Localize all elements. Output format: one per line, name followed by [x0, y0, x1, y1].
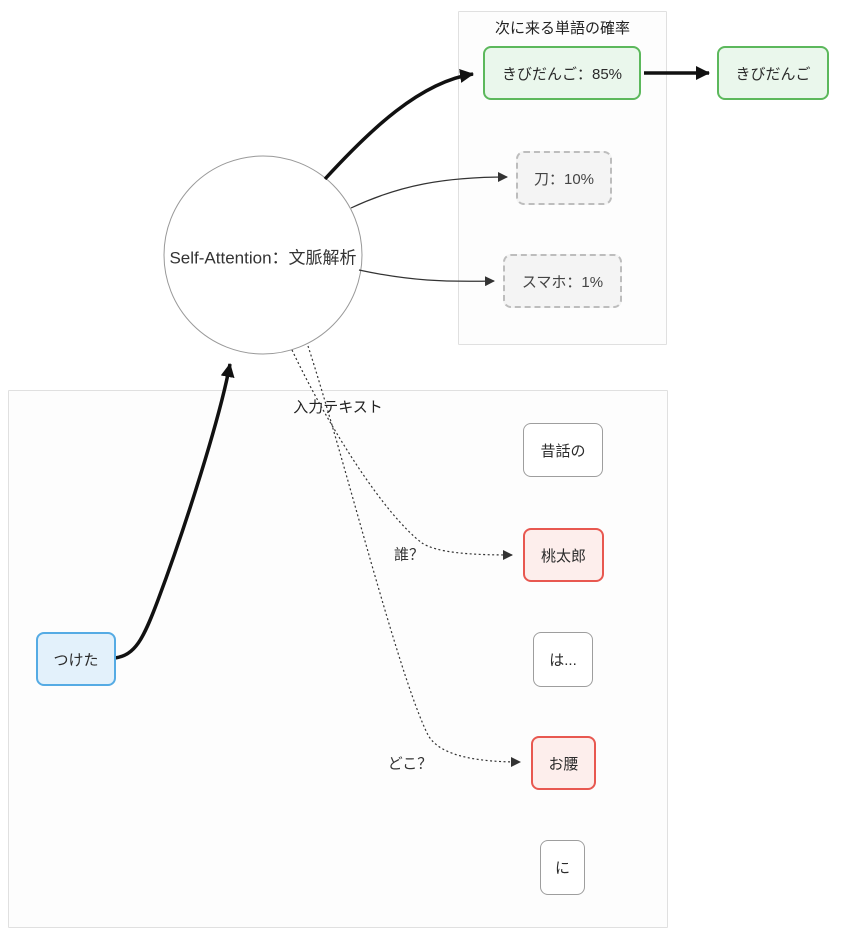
node-wa-label: は...: [549, 652, 577, 669]
edge-attention-to-sumaho-prob: [358, 269, 495, 287]
edge-label-who: 誰？: [393, 546, 425, 564]
edge-attention-to-okoshi: [307, 345, 521, 767]
self-attention-circle: [163, 155, 363, 355]
node-katana-probability-label: 刀：10%: [533, 170, 595, 188]
node-kibidango-probability-label: きびだんご：85%: [501, 65, 623, 83]
cluster-title-input-text: 入力テキスト: [293, 399, 383, 416]
node-momotaro: 桃太郎: [523, 528, 604, 582]
node-kibidango-output-label: きびだんご: [735, 65, 811, 83]
node-ni-label: に: [554, 860, 570, 877]
node-okoshi: お腰: [531, 736, 596, 790]
cluster-title-next-word-probability: 次に来る単語の確率: [494, 20, 630, 37]
node-momotaro-label: 桃太郎: [540, 547, 586, 565]
node-mukashibanashi: 昔話の: [523, 423, 603, 477]
node-kibidango-output: きびだんご: [717, 46, 829, 100]
node-kibidango-probability: きびだんご：85%: [483, 46, 641, 100]
node-tsuketa: つけた: [36, 632, 116, 686]
node-wa: は...: [533, 632, 593, 687]
edge-attention-to-katana-prob: [350, 172, 508, 209]
node-tsuketa-label: つけた: [53, 651, 99, 669]
node-sumaho-probability-label: スマホ：1%: [521, 273, 604, 291]
node-ni: に: [540, 840, 585, 895]
edge-attention-to-momotaro: [291, 349, 513, 560]
node-sumaho-probability: スマホ：1%: [503, 254, 622, 308]
edge-tsuketa-to-attention: [114, 363, 235, 660]
self-attention-label: Self-Attention：文脈解析: [169, 248, 357, 268]
edge-label-where: どこ？: [387, 755, 433, 773]
node-katana-probability: 刀：10%: [516, 151, 612, 205]
edge-attention-to-kibidango-prob: [323, 69, 474, 181]
node-mukashibanashi-label: 昔話の: [540, 442, 586, 460]
node-okoshi-label: お腰: [548, 755, 579, 773]
